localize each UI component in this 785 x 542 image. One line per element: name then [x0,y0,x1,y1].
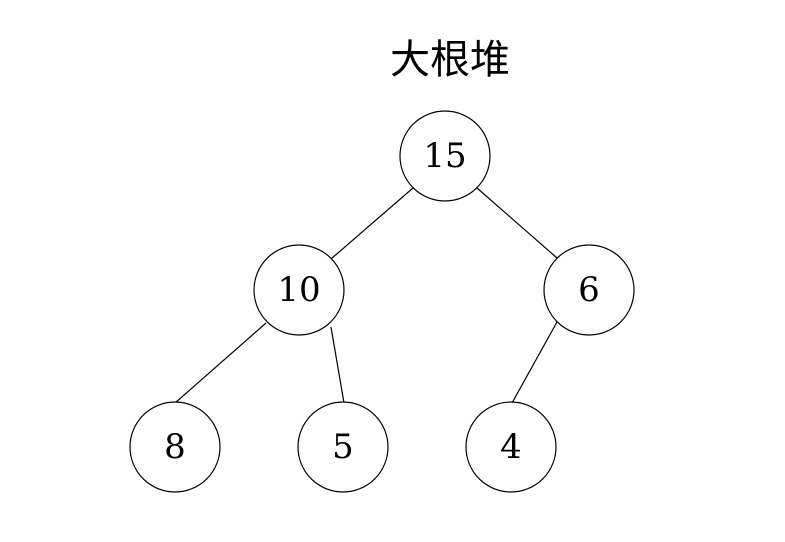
diagram-title: 大根堆 [390,37,510,83]
edge-10-5 [330,326,345,404]
node-8: 8 [129,401,221,493]
edge-10-8 [174,322,267,404]
node-4-label: 4 [500,427,522,467]
node-10-label: 10 [277,270,320,310]
node-15-label: 15 [423,136,466,176]
edge-15-6 [476,187,558,259]
node-8-label: 8 [164,427,186,467]
edge-15-10 [330,187,414,260]
node-5-label: 5 [332,427,354,467]
node-5: 5 [297,401,389,493]
edge-group [174,187,558,404]
node-4: 4 [465,401,557,493]
node-6-label: 6 [578,270,600,310]
node-6-circle [543,244,635,336]
node-6: 6 [543,244,635,336]
node-10-circle [253,244,345,336]
node-10: 10 [253,244,345,336]
node-15: 15 [399,110,491,202]
node-4-circle [465,401,557,493]
node-15-circle [399,110,491,202]
node-8-circle [129,401,221,493]
edge-6-4 [511,321,558,404]
node-5-circle [297,401,389,493]
